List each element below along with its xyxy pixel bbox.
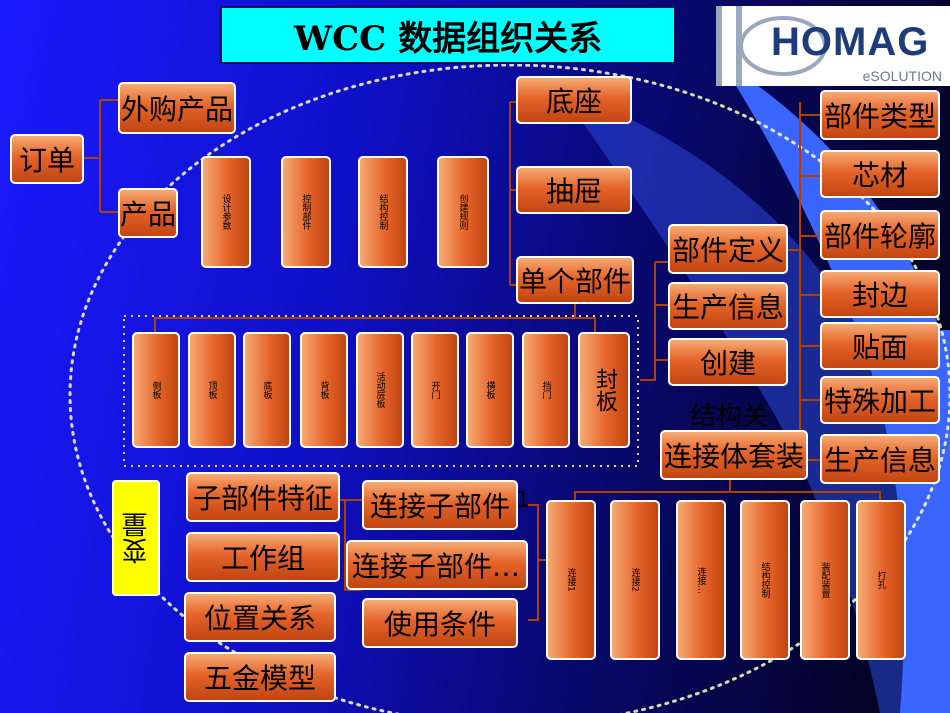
- drawer-box: 抽屉: [516, 166, 632, 214]
- structure-relation-text: 结构关: [690, 402, 769, 432]
- edge-banding-box: 封边: [820, 270, 940, 318]
- position-relation-box: 位置关系: [184, 592, 336, 642]
- connection-more-box: 连接…: [676, 500, 726, 660]
- purchased-product-box: 外购产品: [118, 82, 236, 134]
- connect-sub-part-box-2: 连接子部件…: [346, 540, 528, 590]
- variable-box: 变量: [112, 480, 160, 596]
- design-param-box: 设计参数: [201, 156, 251, 268]
- bottom-structure-control-box: 结构控制: [740, 500, 790, 660]
- index-label: 1: [516, 488, 530, 513]
- movable-shelf-box: 活动层板: [356, 332, 404, 448]
- connect-sub-part-box-1: 连接子部件: [362, 480, 518, 530]
- logo-sub: eSOLUTION: [862, 68, 942, 84]
- top-panel-box: 顶板: [188, 332, 236, 448]
- side-panel-box: 侧板: [132, 332, 180, 448]
- product-box: 产品: [118, 188, 178, 238]
- homag-logo: HOMAG eSOLUTION: [716, 6, 950, 86]
- part-definition-box: 部件定义: [668, 224, 788, 274]
- connector-kit-box: 连接体套装: [660, 430, 808, 480]
- single-part-box: 单个部件: [516, 256, 634, 304]
- back-panel-box: 背板: [300, 332, 348, 448]
- sub-part-feature-box: 子部件特征: [186, 472, 340, 522]
- core-material-box: 芯材: [820, 150, 940, 198]
- logo-ellipse-icon: [739, 16, 827, 76]
- production-info-box-right: 生产信息: [820, 434, 940, 484]
- door-stop-box: 挡门: [522, 332, 570, 448]
- usage-condition-box: 使用条件: [362, 598, 518, 648]
- part-contour-box: 部件轮廓: [820, 210, 940, 260]
- special-processing-box: 特殊加工: [820, 376, 940, 424]
- connection-1-box: 连接1: [546, 500, 596, 660]
- door-box: 开门: [411, 332, 459, 448]
- cross-board-box: 横板: [466, 332, 514, 448]
- page-title: WCC 数据组织关系: [220, 6, 676, 64]
- part-type-box: 部件类型: [820, 90, 940, 140]
- connection-2-box: 连接2: [610, 500, 660, 660]
- create-box: 创建: [668, 338, 788, 386]
- create-rule-box: 创建规则: [437, 156, 489, 268]
- control-part-box: 控制部件: [281, 156, 331, 268]
- base-box: 底座: [516, 76, 632, 124]
- hardware-model-box: 五金模型: [184, 652, 336, 702]
- order-box: 订单: [10, 134, 84, 184]
- drilling-box: 打孔: [856, 500, 906, 660]
- bottom-panel-box: 底板: [243, 332, 291, 448]
- veneer-box: 贴面: [820, 322, 940, 370]
- seal-board-box: 封板: [578, 332, 630, 448]
- production-info-box-mid: 生产信息: [668, 282, 788, 330]
- workgroup-box: 工作组: [186, 532, 340, 582]
- structure-control-box: 结构控制: [358, 156, 408, 268]
- logo-name: HOMAG: [771, 20, 930, 64]
- assembly-device-box: 装配装置: [800, 500, 850, 660]
